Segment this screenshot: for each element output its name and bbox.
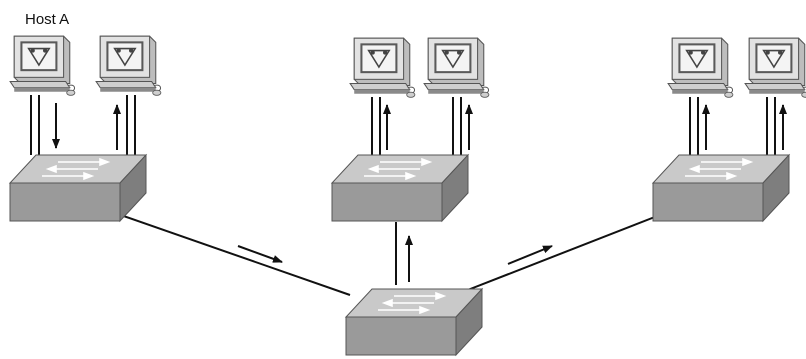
- traffic-arrows: [52, 103, 787, 282]
- switch-icon: [331, 154, 469, 222]
- workstation-icon: [349, 37, 416, 98]
- switch-icon: [9, 154, 147, 222]
- workstation-icon: [423, 37, 490, 98]
- switches: [9, 154, 790, 356]
- link-left-to-bottom: [114, 212, 351, 296]
- arrow-trunk-right: [507, 245, 553, 265]
- switch-icon: [652, 154, 790, 222]
- trunk-links: [114, 212, 666, 296]
- workstation-icon: [667, 37, 734, 98]
- workstation-icon: [744, 37, 806, 98]
- link-bottom-to-right: [459, 212, 666, 294]
- workstation-icon: [9, 35, 76, 96]
- arrow-trunk-left: [237, 245, 283, 263]
- hosts: [9, 35, 806, 98]
- host-links: [30, 95, 776, 155]
- workstation-icon: [95, 35, 162, 96]
- host-a-label: Host A: [25, 11, 69, 28]
- switch-icon: [345, 288, 483, 356]
